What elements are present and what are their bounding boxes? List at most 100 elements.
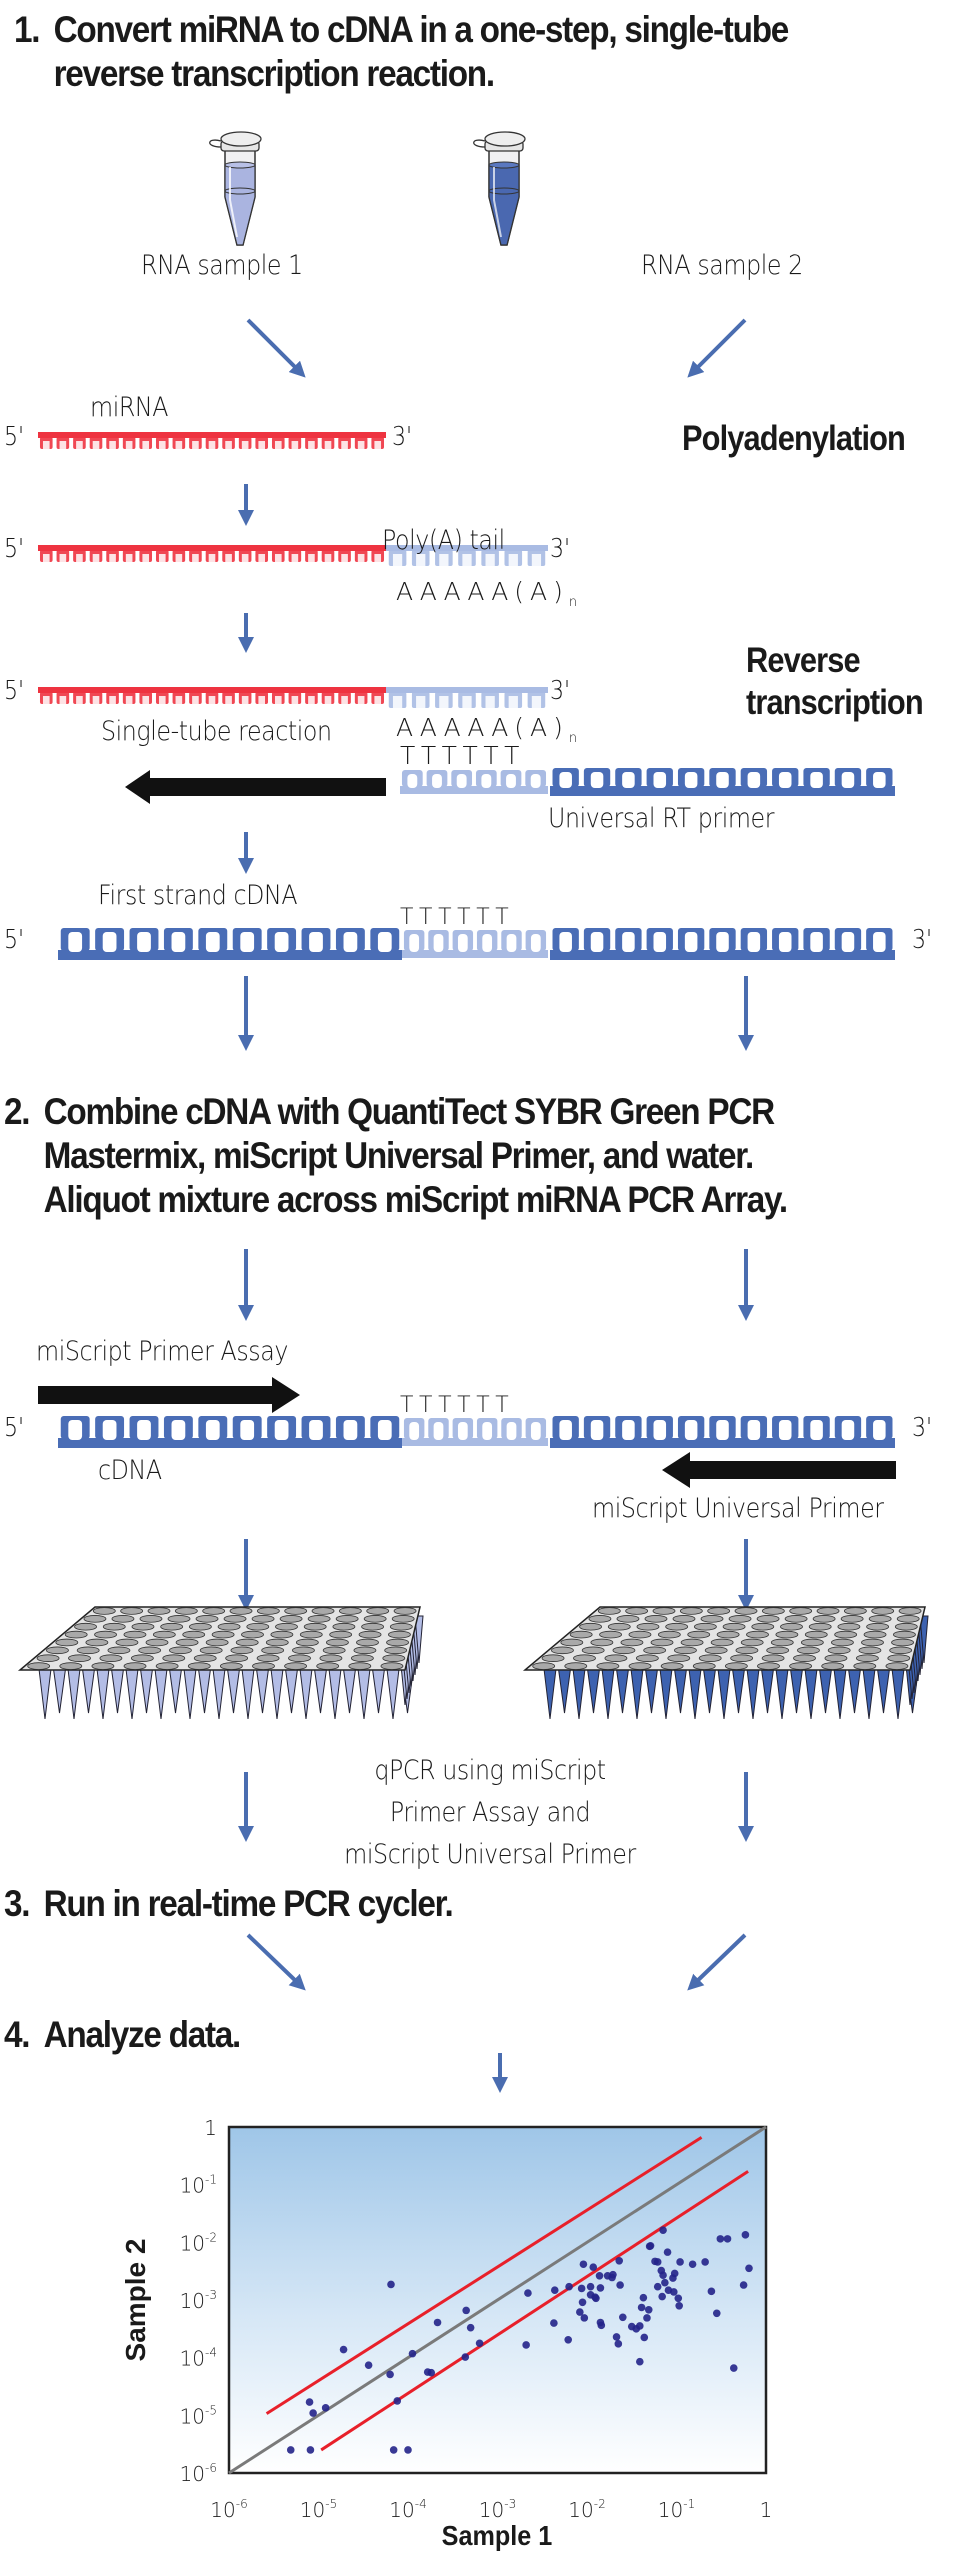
data-point [408, 2349, 417, 2358]
fit-lines [228, 2125, 767, 2475]
plate-top [522, 1606, 926, 1671]
data-point [636, 2322, 644, 2330]
tube-dark-blue-icon [473, 131, 526, 246]
data-point [589, 2263, 598, 2271]
mirna-strand [38, 432, 386, 450]
data-point [653, 2258, 662, 2266]
plate-well-openings [532, 1607, 922, 1670]
data-point [433, 2318, 442, 2327]
data-point [701, 2258, 709, 2266]
universal-rt-primer-strand [550, 768, 895, 796]
data-point [596, 2284, 605, 2292]
arrow-diagonal-right [246, 1933, 306, 1991]
data-point [637, 2303, 646, 2312]
five-prime-label: 5' [4, 1413, 25, 1443]
tube-light-blue-icon [209, 131, 262, 246]
three-prime-label: 3' [550, 676, 571, 706]
x-tick-label: 10-6 [210, 2497, 247, 2522]
data-point [609, 2270, 617, 2279]
step-number: 4. [4, 2014, 31, 2055]
three-prime-label: 3' [912, 925, 933, 955]
data-point [576, 2308, 584, 2316]
five-prime-label: 5' [4, 925, 25, 955]
rt-direction-arrow [125, 770, 386, 804]
data-point [393, 2397, 402, 2405]
arrow-diagonal-right [246, 318, 306, 378]
universal-tag-strand [550, 928, 895, 960]
data-point [564, 2335, 573, 2344]
data-point [658, 2292, 666, 2301]
first-strand-cdna [58, 928, 402, 960]
arrow-diagonal-left [687, 318, 747, 378]
data-point [387, 2280, 395, 2289]
polya-seq-text: AAAAA(A) [396, 577, 569, 606]
step-text: Aliquot mixture across miScript miRNA PC… [43, 1179, 788, 1220]
data-point [580, 2314, 589, 2322]
universal-primer-arrow [662, 1452, 896, 1488]
cdna-template-strand [58, 1416, 402, 1448]
universal-rt-primer-label: Universal RT primer [548, 803, 775, 834]
y-tick-label: 10-5 [180, 2403, 217, 2428]
x-axis-label: Sample 1 [442, 2520, 553, 2552]
data-point [386, 2370, 394, 2379]
polyt-primer-strand [400, 770, 548, 794]
data-point [644, 2306, 653, 2314]
plate-well-openings [27, 1607, 417, 1670]
data-point [404, 2446, 412, 2454]
data-point [712, 2309, 721, 2318]
data-point [389, 2446, 398, 2454]
y-axis-label: Sample 2 [120, 2239, 151, 2362]
data-point [707, 2287, 716, 2296]
polyadenylation-label: Polyadenylation [682, 419, 906, 458]
y-tick-labels: 110-110-210-310-410-510-6 [180, 2116, 217, 2486]
sample-1-label: RNA sample 1 [141, 250, 303, 281]
qpcr-note: qPCR using miScript Primer Assay and miS… [310, 1750, 670, 1876]
data-point [739, 2281, 748, 2289]
data-point [579, 2260, 588, 2269]
sample-2-label: RNA sample 2 [641, 250, 803, 281]
data-point [591, 2293, 599, 2301]
polya-tail-strand [386, 545, 548, 567]
x-tick-label: 10-4 [389, 2497, 426, 2522]
data-point [616, 2281, 624, 2289]
data-point [565, 2282, 573, 2291]
data-point [595, 2271, 604, 2280]
data-point [614, 2340, 623, 2348]
three-prime-label: 3' [392, 422, 413, 452]
y-tick-label: 1 [204, 2116, 217, 2140]
data-point [659, 2226, 667, 2235]
data-point [597, 2321, 606, 2330]
universal-primer-label: miScript Universal Primer [592, 1493, 884, 1524]
step-3-heading: 3.Run in real-time PCR cycler. [4, 1882, 454, 1926]
first-strand-cdna-label: First strand cDNA [98, 880, 298, 911]
polyt-sequence: TTTTTT [400, 1393, 515, 1418]
data-point [615, 2256, 624, 2265]
step-text: Run in real-time PCR cycler. [43, 1883, 454, 1924]
y-tick-label: 10-3 [180, 2288, 217, 2313]
polyt-sequence: TTTTTT [400, 741, 526, 770]
data-point [653, 2282, 662, 2291]
x-tick-label: 10-5 [300, 2497, 337, 2522]
polya-sequence: AAAAA(A)n [396, 713, 577, 746]
x-tick-label: 1 [760, 2498, 773, 2522]
single-tube-label: Single-tube reaction [101, 716, 332, 747]
qpcr-note-line: miScript Universal Primer [344, 1839, 636, 1870]
y-tick-label: 10-4 [180, 2346, 217, 2371]
plate-wells [543, 1615, 929, 1720]
data-point [321, 2404, 330, 2412]
data-point [659, 2271, 667, 2280]
qpcr-note-line: Primer Assay and [389, 1797, 591, 1828]
data-point [427, 2368, 436, 2377]
data-point [586, 2282, 595, 2291]
y-tick-label: 10-1 [180, 2173, 217, 2198]
data-point [716, 2235, 725, 2243]
data-point [688, 2260, 697, 2269]
five-prime-label: 5' [4, 422, 25, 452]
step-number: 2. [4, 1091, 31, 1132]
data-point [675, 2301, 683, 2310]
data-point [676, 2258, 684, 2266]
data-point [577, 2284, 586, 2293]
primer-assay-arrow [38, 1377, 300, 1413]
